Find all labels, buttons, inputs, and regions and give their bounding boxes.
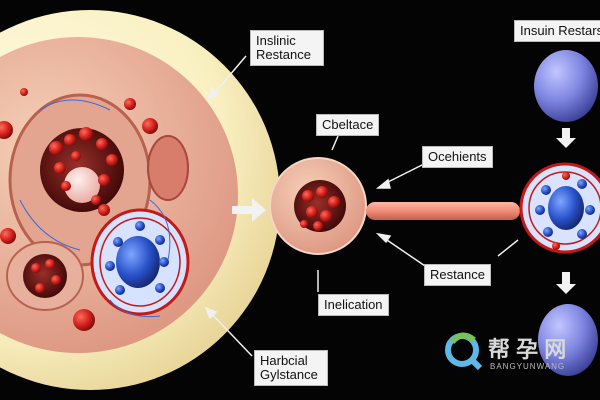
watermark-logo [445, 332, 483, 371]
label-restance: Restance [424, 264, 491, 286]
lower-left-chamber [6, 241, 84, 311]
process-arrow-right [232, 198, 266, 222]
red-granules [49, 127, 118, 205]
label-harbdial-gylstance: Harbcial Gylstance [254, 350, 328, 386]
label-insulin-resistance-top: Inslinic Restance [250, 30, 324, 66]
small-cell [269, 157, 367, 255]
blue-signal-lines [19, 99, 171, 318]
watermark-text: 帮 孕 网 [488, 337, 567, 362]
scattered-blood-cells [0, 88, 158, 331]
label-inelication: Inelication [318, 294, 389, 316]
watermark-subtext: BANGYUNWANG [490, 362, 566, 371]
side-organelle [147, 135, 189, 201]
label-insulin-resistance-right: Insuin Restars [514, 20, 600, 42]
nucleus [64, 167, 100, 203]
down-arrow-top [556, 128, 576, 148]
label-ocehients: Ocehients [422, 146, 493, 168]
insulin-sphere-bottom [538, 304, 598, 376]
insulin-sphere-top [534, 50, 598, 122]
right-cell [519, 162, 600, 254]
down-arrow-bottom [556, 272, 576, 294]
label-cbeltance: Cbeltace [316, 114, 380, 136]
vessel-connector [366, 202, 520, 220]
blue-receptor-chamber [90, 208, 190, 316]
callout-pointers [204, 55, 519, 357]
large-cell-cross-section [0, 10, 280, 390]
